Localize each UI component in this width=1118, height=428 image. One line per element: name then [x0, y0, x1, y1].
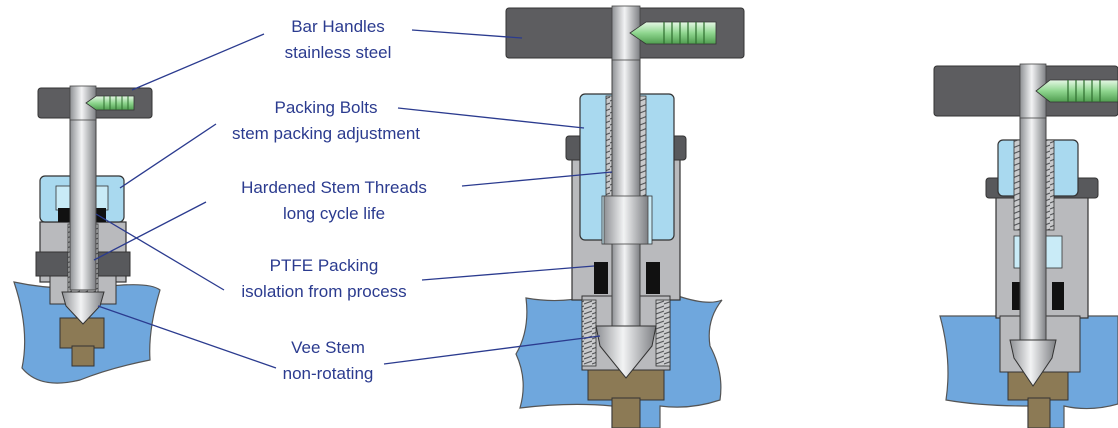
label-packing-bolts-title: Packing Bolts: [275, 98, 378, 117]
label-vee-stem-subtitle: non-rotating: [283, 364, 374, 383]
label-packing-bolts-subtitle: stem packing adjustment: [232, 124, 420, 143]
label-ptfe-packing: PTFE Packing isolation from process: [241, 256, 406, 301]
handle-screw-right: [1035, 79, 1118, 103]
label-bar-handles: Bar Handles stainless steel: [285, 17, 392, 62]
packing-right-b: [1052, 282, 1064, 310]
leader-ptfe-right: [421, 265, 595, 281]
port-center: [611, 397, 641, 428]
valve-right: [933, 63, 1118, 428]
label-hardened-stem-threads-title: Hardened Stem Threads: [241, 178, 427, 197]
valve-center: [505, 5, 745, 428]
label-bar-handles-title: Bar Handles: [291, 17, 385, 36]
label-packing-bolts: Packing Bolts stem packing adjustment: [232, 98, 420, 143]
stem-left: [69, 89, 97, 291]
packing-left-a: [58, 208, 70, 222]
leader-stem-threads-left: [93, 201, 207, 261]
label-bar-handles-subtitle: stainless steel: [285, 43, 392, 62]
label-hardened-stem-threads: Hardened Stem Threads long cycle life: [241, 178, 427, 223]
port-left: [71, 345, 95, 367]
label-ptfe-packing-subtitle: isolation from process: [241, 282, 406, 301]
label-ptfe-packing-title: PTFE Packing: [270, 256, 379, 275]
handle-screw-center: [629, 21, 717, 45]
leader-packing-bolts-left: [119, 123, 217, 189]
vee-tip-left: [61, 291, 105, 325]
valve-left: [13, 85, 161, 384]
port-right: [1027, 397, 1051, 428]
throat-thread-right: [655, 299, 671, 367]
leader-bar-handles-left: [131, 33, 265, 91]
leader-ptfe-left: [95, 213, 225, 291]
leader-vee-stem-left: [97, 305, 277, 369]
packing-center-a: [594, 262, 608, 294]
leader-bar-handles-right: [411, 29, 523, 39]
vee-tip-right: [1009, 339, 1057, 387]
leader-lines: [93, 29, 613, 369]
throat-thread-left: [581, 299, 597, 367]
label-vee-stem-title: Vee Stem: [291, 338, 365, 357]
leader-vee-stem-right: [383, 335, 601, 365]
label-hardened-stem-threads-subtitle: long cycle life: [283, 204, 385, 223]
label-vee-stem: Vee Stem non-rotating: [283, 338, 374, 383]
leader-stem-threads-right: [461, 171, 613, 187]
stem-collar-center: [603, 195, 649, 245]
leader-packing-bolts-right: [397, 107, 585, 129]
vee-tip-center: [595, 325, 657, 379]
packing-center-b: [646, 262, 660, 294]
